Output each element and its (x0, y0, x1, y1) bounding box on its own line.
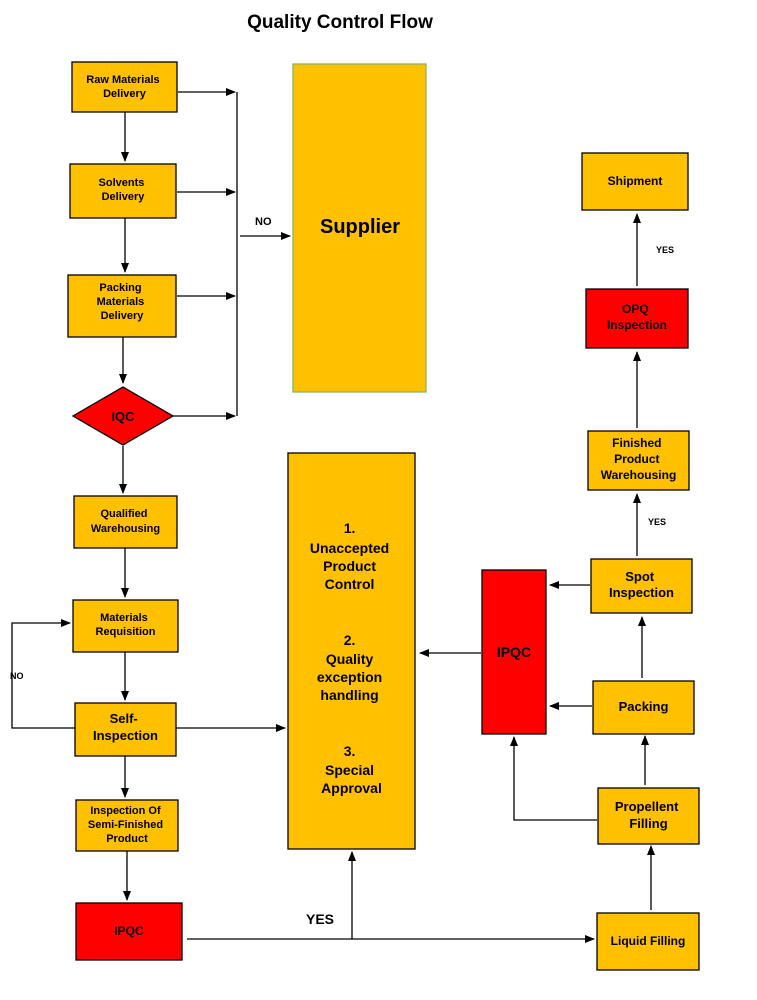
node-materials-requisition: Materials Requisition (72, 599, 179, 653)
label-yes-shipment: YES (656, 245, 674, 255)
node-propellent-filling: Propellent Filling (597, 787, 700, 845)
label-yes-bottom: YES (306, 911, 334, 927)
node-self-inspection: Self- Inspection (74, 702, 177, 757)
node-packing: Packing (592, 680, 695, 735)
svg-text:Spot Inspection: Spot Inspection (609, 569, 674, 600)
node-spot-inspection: Spot Inspection (590, 558, 693, 614)
svg-text:Self- Inspection: Self- Inspection (93, 711, 158, 743)
svg-text:Shipment: Shipment (608, 174, 663, 188)
svg-text:Qualified Warehousing: Qualified Warehousing (91, 508, 160, 535)
node-solvents-delivery: Solvents Delivery (69, 163, 177, 219)
connectors (11, 88, 655, 943)
node-finished-product-warehousing: Finished Product Warehousing (587, 430, 690, 491)
node-opq-inspection: OPQ Inspection (585, 288, 689, 349)
edge-self-no-loop (11, 619, 75, 729)
node-supplier: Supplier (292, 63, 427, 393)
svg-text:Raw Materials Delivery: Raw Materials Delivery (86, 74, 162, 100)
svg-text:Packing Materials: Packing Materials Delivery (97, 282, 148, 322)
node-raw-materials-delivery: Raw Materials Delivery (71, 61, 178, 113)
svg-text:Solvents Delivery: Solvents Delivery (99, 177, 148, 203)
node-inspection-semi-finished: Inspection Of Semi-Finished Product (75, 799, 179, 852)
svg-text:Inspection Of Semi-Finis: Inspection Of Semi-Finished Product (88, 805, 166, 845)
node-qualified-warehousing: Qualified Warehousing (73, 495, 178, 549)
diagram-title: Quality Control Flow (247, 12, 433, 33)
svg-text:IPQC: IPQC (114, 924, 144, 938)
label-no-supplier: NO (255, 216, 272, 228)
svg-text:Propellent Filling: Propellent Filling (615, 799, 682, 831)
node-shipment: Shipment (581, 152, 689, 211)
svg-text:IPQC: IPQC (497, 644, 531, 660)
svg-text:IQC: IQC (111, 409, 135, 424)
label-no-self: NO (10, 671, 24, 681)
node-iqc: IQC (71, 386, 175, 446)
svg-text:Packing: Packing (619, 699, 669, 714)
node-packing-materials-delivery: Packing Materials Delivery (67, 274, 177, 338)
svg-text:Materials Requisition: Materials Requisition (96, 612, 156, 638)
edge-propellent-to-ipqc (510, 736, 597, 821)
svg-text:OPQ Inspection: OPQ Inspection (607, 302, 667, 332)
svg-text:Liquid Filling: Liquid Filling (611, 934, 686, 948)
node-exception-control: 1. Unaccepted Product Control 2. Quality… (287, 452, 416, 850)
label-yes-finished: YES (648, 517, 666, 527)
svg-text:Finished Product W: Finished Product Warehousing (601, 436, 677, 482)
svg-text:1. Unaccepted Prod: 1. Unaccepted Product Control 2. Quality… (310, 520, 393, 796)
node-liquid-filling: Liquid Filling (596, 912, 700, 971)
node-ipqc-bottom: IPQC (75, 902, 183, 961)
svg-text:Supplier: Supplier (320, 216, 400, 238)
node-ipqc-right: IPQC (481, 569, 547, 735)
